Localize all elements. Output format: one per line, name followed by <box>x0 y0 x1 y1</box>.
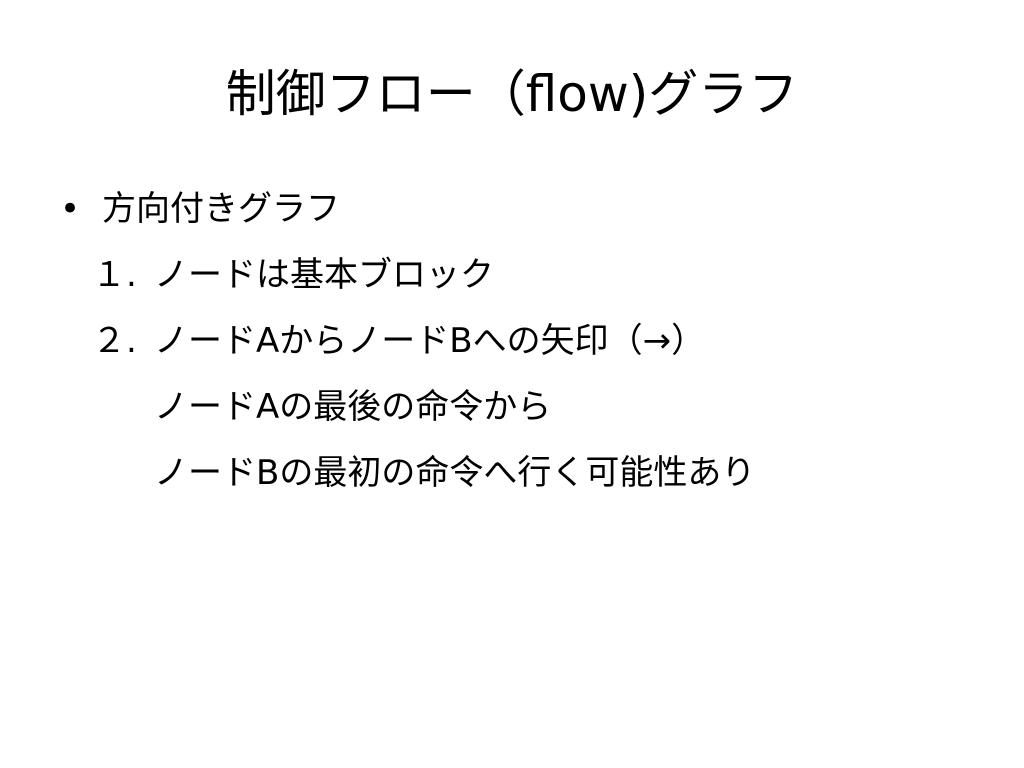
item-number: ２. <box>92 321 137 361</box>
bullet-icon: • <box>60 189 81 229</box>
item-text: ノードは基本ブロック <box>154 255 494 295</box>
continuation-text: ノードBの最初の命令へ行く可能性あり <box>154 453 756 493</box>
slide-title: 制御フロー（flow)グラフ <box>225 65 799 123</box>
item-text: ノードAからノードBへの矢印（→） <box>154 321 706 361</box>
item-number: １. <box>92 255 137 295</box>
continuation-text: ノードAの最後の命令から <box>154 387 552 427</box>
bullet-text: 方向付きグラフ <box>102 189 340 229</box>
